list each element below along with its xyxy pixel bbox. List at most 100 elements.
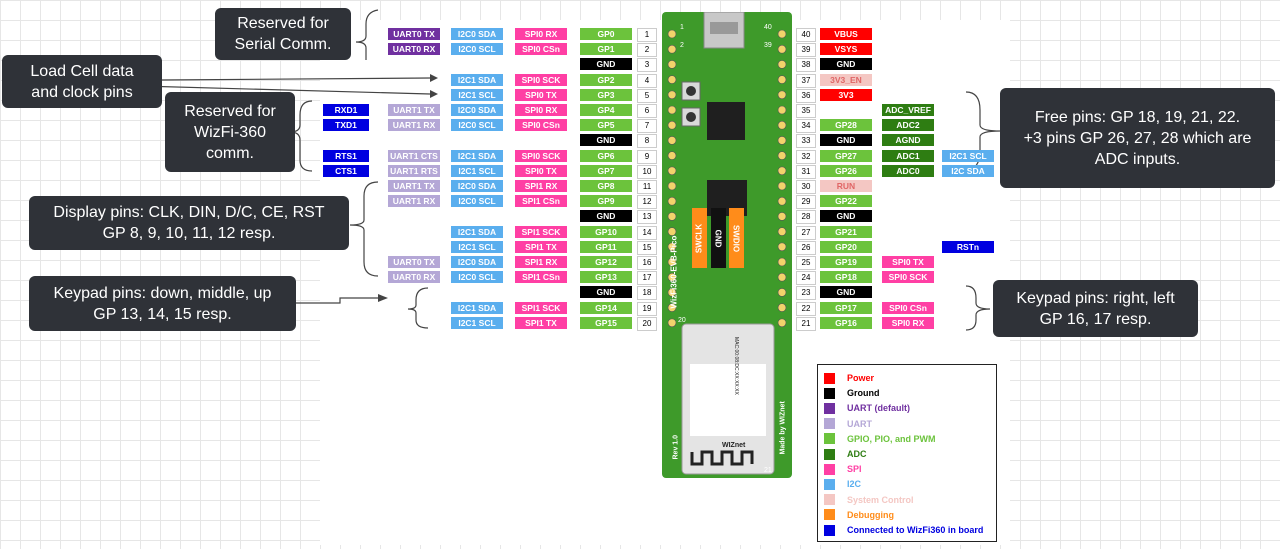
pin-number-25: 25 xyxy=(796,256,816,270)
pin-hole xyxy=(777,44,787,54)
callout-keypad-right: Keypad pins: right, left GP 16, 17 resp. xyxy=(993,280,1198,337)
legend-label: GPIO, PIO, and PWM xyxy=(847,433,936,444)
pin-label-gnd: GND xyxy=(580,286,632,299)
pin-number-18: 18 xyxy=(637,286,657,301)
pin-hole xyxy=(777,303,787,312)
pin-label-uart1-rts: UART1 RTS xyxy=(388,164,440,177)
pin-number-29: 29 xyxy=(796,195,816,210)
legend-label: Connected to WizFi360 in board xyxy=(847,525,984,535)
pin-hole xyxy=(667,29,677,39)
pin-label-i2c-sda: I2C SDA xyxy=(942,164,994,177)
legend-item: Power xyxy=(824,371,874,385)
pin-hole xyxy=(667,120,677,130)
arrow-keypad-left xyxy=(296,297,378,304)
pin-number-34: 34 xyxy=(796,119,816,134)
pin-label-i2c0-sda: I2C0 SDA xyxy=(451,256,503,268)
pin-label-spi0-tx: SPI0 TX xyxy=(515,164,567,177)
legend-item: Ground xyxy=(824,386,880,400)
pin-number-23: 23 xyxy=(796,286,816,301)
pin-label-gp15: GP15 xyxy=(580,316,632,329)
brace-keypad-right xyxy=(965,285,991,331)
legend-label: UART xyxy=(847,418,872,429)
pin-label-uart1-rx: UART1 RX xyxy=(388,119,440,132)
pin-label-gp7: GP7 xyxy=(580,164,632,177)
pin-number-33: 33 xyxy=(796,134,816,149)
pin-number-24: 24 xyxy=(796,271,816,286)
pin-label-gnd: GND xyxy=(580,58,632,71)
pin-hole xyxy=(777,166,787,176)
pin-number-14: 14 xyxy=(637,225,657,240)
pin-label-spi0-csn: SPI0 CSn xyxy=(882,301,934,314)
pin-hole xyxy=(777,136,787,145)
pin-label-spi0-sck: SPI0 SCK xyxy=(515,73,567,86)
pin-hole xyxy=(777,120,787,130)
pin-label-cts1: CTS1 xyxy=(323,164,369,177)
pin-label-gp10: GP10 xyxy=(580,225,632,238)
pin-hole xyxy=(777,105,787,115)
pin-label-spi1-sck: SPI1 SCK xyxy=(515,225,567,238)
pin-hole xyxy=(667,257,677,267)
legend-item: SPI xyxy=(824,462,862,476)
pin-label-spi1-tx: SPI1 TX xyxy=(515,240,567,253)
pin-label-gnd: GND xyxy=(820,134,872,147)
pin-label-gnd: GND xyxy=(820,286,872,299)
pin-label-spi1-rx: SPI1 RX xyxy=(515,180,567,192)
legend-swatch xyxy=(824,433,835,445)
pin-label-gp8: GP8 xyxy=(580,180,632,192)
pin-number-12: 12 xyxy=(637,195,657,210)
pin-number-30: 30 xyxy=(796,180,816,194)
callout-display: Display pins: CLK, DIN, D/C, CE, RST GP … xyxy=(29,196,349,250)
pin-label-gp19: GP19 xyxy=(820,256,872,268)
pin-label-i2c1-sda: I2C1 SDA xyxy=(451,225,503,238)
pin-number-31: 31 xyxy=(796,164,816,179)
module-brand: WIZnet xyxy=(722,442,746,449)
pin-label-i2c0-scl: I2C0 SCL xyxy=(451,195,503,208)
pin-hole xyxy=(667,90,677,100)
arrowhead-loadcell-2 xyxy=(430,90,438,98)
rp2040-chip xyxy=(707,102,745,140)
pin-label-spi0-csn: SPI0 CSn xyxy=(515,43,567,56)
pin-label-rstn: RSTn xyxy=(942,240,994,253)
legend-swatch xyxy=(824,478,835,490)
corner-number-40: 40 xyxy=(764,24,772,31)
pin-label-rxd1: RXD1 xyxy=(323,104,369,116)
pin-label-gp5: GP5 xyxy=(580,119,632,132)
pin-label-vsys: VSYS xyxy=(820,43,872,56)
pin-label-gp9: GP9 xyxy=(580,195,632,208)
board-graphic xyxy=(667,11,787,475)
legend-swatch xyxy=(824,524,835,536)
pin-label-gp28: GP28 xyxy=(820,119,872,132)
pin-hole xyxy=(777,196,787,206)
pin-label-gp16: GP16 xyxy=(820,316,872,329)
pin-number-1: 1 xyxy=(637,28,657,42)
pin-label-adc2: ADC2 xyxy=(882,119,934,132)
pin-label-spi0-rx: SPI0 RX xyxy=(515,28,567,40)
pin-label-gp14: GP14 xyxy=(580,301,632,314)
pin-number-4: 4 xyxy=(637,73,657,88)
pin-hole xyxy=(777,151,787,160)
pin-label-uart0-rx: UART0 RX xyxy=(388,43,440,56)
pin-label-spi0-sck: SPI0 SCK xyxy=(515,149,567,162)
pin-number-2: 2 xyxy=(637,43,657,58)
pin-hole xyxy=(667,75,677,84)
pin-label-gp26: GP26 xyxy=(820,164,872,177)
pin-label-spi0-rx: SPI0 RX xyxy=(515,104,567,116)
corner-number-1: 1 xyxy=(680,24,684,31)
legend-swatch xyxy=(824,372,835,384)
pin-number-21: 21 xyxy=(796,316,816,331)
brace-keypad-left xyxy=(407,287,429,329)
arrow-loadcell-1 xyxy=(159,77,431,81)
pin-number-28: 28 xyxy=(796,210,816,225)
pin-label-gnd: GND xyxy=(580,210,632,223)
legend-item: I2C xyxy=(824,477,861,491)
pin-label-agnd: AGND xyxy=(882,134,934,147)
pin-label-gp4: GP4 xyxy=(580,104,632,116)
pin-hole xyxy=(777,318,787,328)
pin-label-i2c0-sda: I2C0 SDA xyxy=(451,104,503,116)
pin-label-vbus: VBUS xyxy=(820,28,872,40)
arrowhead-keypad-left xyxy=(378,294,388,302)
brace-display xyxy=(349,181,379,277)
pin-label-gp18: GP18 xyxy=(820,271,872,284)
legend-label: Ground xyxy=(847,388,880,399)
pin-label-spi1-csn: SPI1 CSn xyxy=(515,271,567,284)
